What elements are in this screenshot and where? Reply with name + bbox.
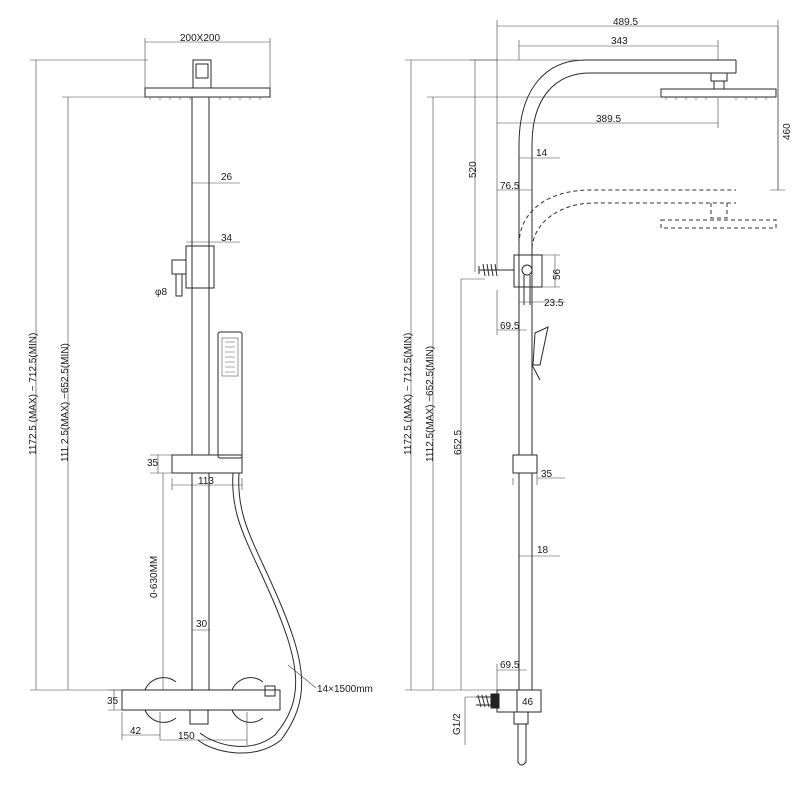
side-rain-head — [660, 88, 777, 98]
dim-head-width: 200X200 — [180, 33, 220, 44]
dim-slider-width-line — [171, 478, 243, 490]
dim-side-slider-line — [512, 473, 565, 485]
dim-side-head-drop: 460 — [782, 123, 793, 140]
dim-side-mixer-box: 46 — [522, 697, 534, 708]
dim-mixer-height: 35 — [107, 696, 119, 707]
mixer-left-handle — [144, 677, 177, 723]
side-bracket-knob — [521, 264, 533, 276]
dim-side-lower-height: 652.5 — [453, 430, 464, 455]
dim-side-lower-pipe: 18 — [537, 545, 549, 556]
dim-mixer-offset: 42 — [130, 726, 142, 737]
dim-side-bracket-wall: 69.5 — [500, 321, 520, 332]
dim-front-head-height-line — [62, 96, 148, 690]
side-slider-block — [512, 454, 538, 474]
dim-hose-leader — [287, 664, 317, 689]
dim-side-thread: G1/2 — [452, 713, 463, 735]
dim-side-head-offset-line — [497, 98, 719, 128]
dim-side-lower-height-ext — [460, 278, 485, 690]
dim-front-total-height: 1172.5 (MAX) ~ 712.5(MIN) — [28, 333, 39, 455]
dim-side-bracket-wall-line — [496, 290, 527, 335]
mixer-right-knob — [264, 685, 276, 697]
dim-side-wall-to-pipe: 76.5 — [500, 181, 520, 192]
dim-mixer-height-line — [108, 689, 122, 711]
handheld-shower-body — [217, 331, 243, 459]
dim-side-reach-total: 489.5 — [613, 17, 638, 28]
dim-bracket: 34 — [221, 233, 233, 244]
upper-pipe — [191, 97, 210, 455]
mixer-outlet-nut — [189, 709, 209, 725]
dim-front-total-height-line — [30, 59, 148, 691]
dim-side-total-height: 1172.5 (MAX) ~ 712.5(MIN) — [403, 333, 414, 455]
side-mixer-fitting-nut — [490, 693, 500, 709]
handheld-spray-face — [221, 337, 239, 377]
dim-side-arm-height: 520 — [468, 161, 479, 178]
dim-side-head-height-line — [427, 96, 660, 690]
front-view: 1172.5 (MAX) ~ 712.5(MIN) 111 2.5(MAX) ~… — [28, 33, 373, 754]
side-wall-bracket — [513, 254, 543, 288]
dim-side-arm-height-line — [470, 59, 497, 272]
dim-side-reach-arm-line — [518, 40, 719, 60]
dim-slider-width: 113 — [198, 476, 214, 487]
dim-side-reach-total-line — [496, 20, 779, 270]
dim-mixer-offset-line — [121, 712, 161, 740]
dim-side-head-offset: 389.5 — [596, 114, 621, 125]
bracket-knob — [171, 259, 187, 275]
wall-bracket — [185, 245, 215, 289]
shower-arm-inner — [531, 72, 736, 455]
shower-arm-outer — [518, 59, 736, 455]
dim-side-mixer-wall: 69.5 — [500, 660, 520, 671]
side-view: 489.5 343 1172.5 (MAX) ~ 712.5(MIN) 1112… — [403, 17, 793, 766]
dim-side-head-height: 1112.5(MAX) ~652.5(MIN) — [425, 346, 436, 462]
dim-hose: 14×1500mm — [317, 684, 373, 695]
side-handheld-neck — [531, 364, 541, 381]
dim-head-width-line — [144, 38, 271, 90]
lower-pipe — [191, 473, 210, 690]
dim-side-head-drop-line — [770, 26, 785, 191]
dim-side-slider: 35 — [541, 469, 553, 480]
alt-arm-dashed-inner — [531, 202, 736, 249]
dim-side-thread-line — [464, 696, 476, 745]
side-mixer-body — [496, 689, 518, 713]
rain-head-nozzles — [149, 97, 261, 100]
dim-upper-pipe: 26 — [221, 172, 233, 183]
bracket-knob-stem — [175, 273, 183, 297]
dim-side-mixer-wall-line — [496, 664, 527, 690]
dim-knob-diameter: φ8 — [155, 287, 167, 298]
dim-lower-pipe: 30 — [196, 619, 208, 630]
side-mixer-inlet — [476, 694, 491, 708]
side-mixer-outlet-nut — [513, 711, 529, 725]
alt-arm-dashed-outer — [518, 189, 736, 246]
side-bracket-stem — [523, 275, 531, 305]
side-handheld-shower — [532, 326, 549, 366]
shower-hose-outer — [199, 472, 297, 747]
mixer-right-handle — [231, 677, 264, 723]
dim-side-reach-arm: 343 — [611, 36, 628, 47]
dim-slider-height-line — [150, 454, 172, 474]
dim-side-bracket-height: 56 — [552, 268, 563, 280]
dim-slide-range: 0-630MM — [149, 556, 160, 598]
dim-side-bracket-depth: 23.5 — [544, 298, 564, 309]
dim-mixer-centers-line — [160, 712, 248, 745]
side-head-nut — [713, 80, 725, 90]
dim-front-head-height: 111 2.5(MAX) ~652.5(MIN) — [60, 343, 71, 462]
dim-slider-height: 35 — [147, 458, 159, 469]
dim-side-bracket-height-line — [542, 254, 560, 288]
side-lower-pipe — [518, 473, 533, 690]
handheld-nozzle-grid — [225, 341, 235, 373]
dim-side-pipe-top: 14 — [536, 148, 548, 159]
head-connector — [192, 59, 212, 89]
side-head-nozzles — [665, 97, 767, 100]
alt-head-dashed — [660, 203, 777, 229]
head-connector-nut — [195, 63, 209, 79]
rain-head-body — [144, 87, 271, 98]
side-wall-screw — [478, 263, 514, 277]
shower-hose-inner — [197, 472, 303, 754]
dim-mixer-centers: 150 — [178, 731, 195, 742]
thermostatic-mixer-body — [121, 689, 281, 711]
side-mixer-outlet — [517, 724, 527, 766]
slider-block — [171, 454, 243, 474]
side-head-connector — [710, 72, 728, 82]
